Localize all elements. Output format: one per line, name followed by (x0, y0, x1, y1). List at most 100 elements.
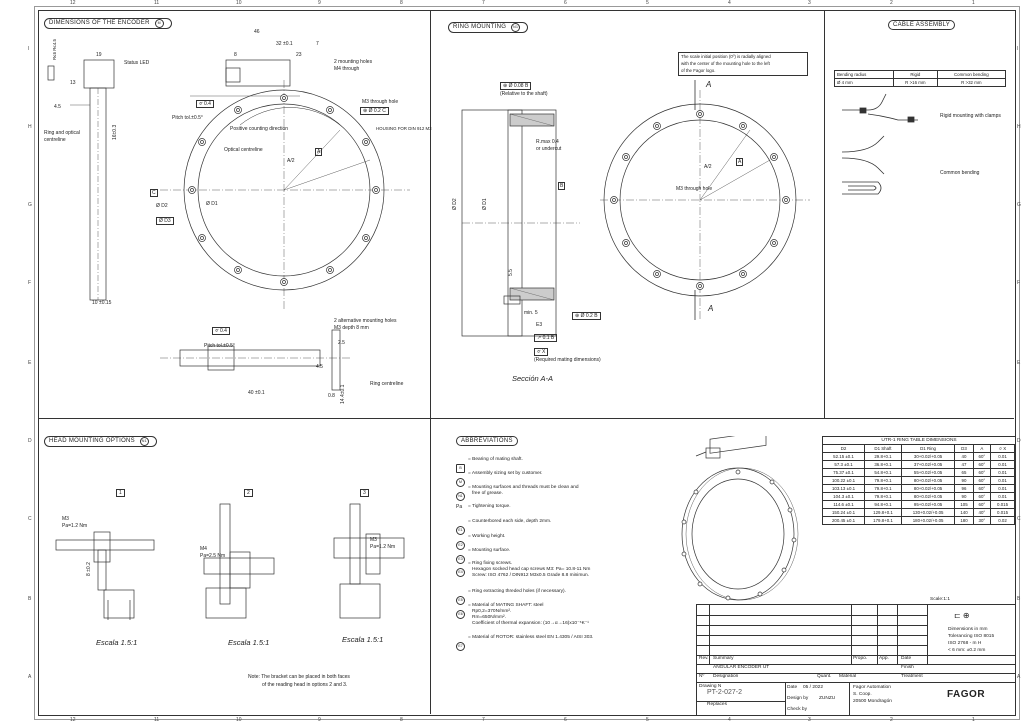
ring-table-cell: 60° (972, 460, 992, 469)
ring-angle-a: A (736, 158, 744, 166)
abbr-item: E4= Ring fixing screws. Hexagon socked h… (456, 560, 590, 578)
ruler-label: 1 (972, 717, 975, 723)
dim-0-8: 0.8 (328, 393, 335, 399)
propo-label: Propo. (853, 656, 868, 661)
ring-table-cell: 95+0.02/+0.05 (900, 500, 956, 509)
dim-19: 19 (96, 52, 102, 58)
ruler-label: 11 (154, 0, 160, 6)
dim-16: 16±0.3 (112, 124, 118, 140)
abbr-key: E3 (456, 555, 465, 564)
ruler-label: C (1017, 516, 1021, 522)
rigid-mounting-label: Rigid mounting with clamps (940, 113, 1001, 119)
option-2-pa: Pa=2.5 Nm (200, 553, 226, 559)
ring-table-cell: 60° (972, 492, 992, 501)
drawing-no-value: PT-2-027-2 (707, 689, 743, 696)
ruler-label: 10 (236, 0, 242, 6)
dim-14-4: 14.4±0.1 (340, 384, 346, 404)
option-2-m4: M4 (200, 546, 207, 552)
ruler-label: 6 (564, 717, 567, 723)
fagor-logo: FAGOR (947, 689, 986, 700)
relative-to-shaft: (Relative to the shaft) (500, 91, 548, 97)
dim-40: 40 ±0.1 (248, 390, 265, 396)
ruler-label: 9 (318, 0, 321, 6)
rev-line (697, 625, 927, 626)
ruler-label: C (28, 516, 32, 522)
option-1-dim-8: 8 ±0.2 (86, 562, 92, 576)
abbr-text: = Ring extracting threded holes (if nece… (468, 589, 566, 594)
section-mark-a-top: A (706, 80, 712, 89)
ruler-label: I (28, 46, 30, 52)
rev-col (851, 605, 852, 665)
encoder-head-side (83, 59, 115, 89)
ring-table-cell: 94.8+0.1 (864, 500, 902, 509)
rev-line (697, 615, 927, 616)
tb-line (697, 682, 1015, 683)
ring-optical-line1: Ring and optical (44, 130, 80, 136)
optical-centreline-label: Optical centreline (224, 147, 263, 153)
pitch-tolerance: Pitch tol.±0.5° (172, 115, 203, 121)
ring-table-cell: 75.37 ±0.1 (821, 468, 866, 477)
ring-table-cell: 60° (972, 452, 992, 461)
ring-optical-line2: centreline (44, 137, 66, 143)
ring-table-cell: 80+0.02/+0.05 (900, 492, 956, 501)
ring-table-cell: 104.3 ±0.1 (821, 492, 866, 501)
abbr-text: = Ring fixing screws. Hexagon socked hea… (468, 561, 591, 578)
ring-table-header: D3 (954, 444, 974, 453)
ring-table-cell: 30° (972, 516, 992, 525)
ring-table-cell: 40 (954, 452, 974, 461)
abbr-key: E5 (456, 596, 465, 605)
ruler-label: 5 (646, 717, 649, 723)
dims-line3: ISO 2768 - m H (948, 641, 982, 646)
ruler-label: 3 (808, 717, 811, 723)
ruler-label: A (28, 674, 32, 680)
ruler-label: 1 (972, 0, 975, 6)
ring-table-cell: 54.8+0.1 (864, 468, 902, 477)
bending-header: Rigid (893, 70, 938, 79)
scale-note-line2: with the center of the mounting hole to … (681, 61, 770, 66)
bending-cell: R >32 mm (936, 78, 1007, 87)
ruler-label: I (1017, 46, 1019, 52)
abbr-item: E7= Material of ROTOR: stainless steel E… (456, 634, 593, 652)
tolerance-shaft: ⊕ Ø 0.08 B (500, 82, 532, 90)
ruler-label: 6 (564, 0, 567, 6)
ring-table-cell: 180 (954, 516, 974, 525)
ruler-label: 2 (890, 717, 893, 723)
ring-table-cell: 103.13 ±0.1 (821, 484, 866, 493)
rev-line (697, 635, 927, 636)
ruler-label: B (1017, 596, 1021, 602)
option-3-badge: 3 (360, 489, 369, 497)
rmax-line2: or undercut (536, 146, 562, 152)
bending-table: Bending radius Rigid Common bending Ø 4 … (833, 70, 1007, 87)
abbr-key: E6 (456, 610, 465, 619)
ruler-label: 7 (482, 0, 485, 6)
rev-col (897, 605, 898, 665)
ring-table-cell: 0.01 (990, 476, 1015, 485)
mounting-holes-line2: M4 through (334, 66, 360, 72)
ring-table-cell: 105 (954, 500, 974, 509)
ring-table-cell: 30+0.02/+0.05 (900, 452, 956, 461)
ruler-label: H (1017, 124, 1021, 130)
ruler-label: 7 (482, 717, 485, 723)
section-title-text: RING MOUNTING (453, 24, 507, 30)
ring-table-cell: 36.8+0.1 (864, 460, 902, 469)
ruler-label: 5 (646, 0, 649, 6)
ruler-label: F (28, 280, 32, 286)
ruler-label: G (1017, 202, 1021, 208)
datum-c: C (150, 189, 158, 197)
section-title-cable: CABLE ASSEMBLY (888, 20, 956, 30)
angle-a2: A/2 (287, 158, 295, 164)
abbr-key: E4 (456, 568, 465, 577)
option-1-pa: Pa=1.2 Nm (62, 523, 88, 529)
abbr-text: = Bearing of mating shaft. (468, 457, 523, 462)
cable-bending-drawing (841, 93, 918, 195)
pitch-tolerance-2: Pitch tol.±0.5° (204, 343, 235, 349)
abbr-item: E5= Ring extracting threded holes (if ne… (456, 588, 566, 606)
iso-ring-inner (691, 478, 785, 590)
dims-line2: Tolerancing ISO 8015 (948, 634, 995, 639)
section-title-encoder: DIMENSIONS OF THE ENCODER M (44, 18, 172, 29)
ring-table-cell: 0.01 (990, 468, 1015, 477)
date-value: 05 / 2022 (803, 685, 824, 690)
